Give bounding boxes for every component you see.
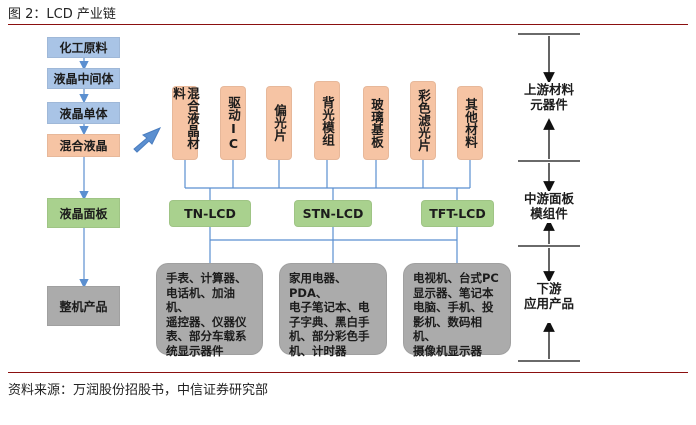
stage-label-downstream: 下游 应用产品 — [515, 281, 583, 323]
material-backlight: 背光模组 — [314, 81, 340, 160]
big-arrow — [133, 127, 162, 153]
material-other: 其他材料 — [457, 86, 483, 160]
chain-step-intermediate: 液晶中间体 — [47, 68, 120, 89]
figure-title: 图 2：LCD 产业链 — [8, 7, 116, 22]
application-group-stn: 家用电器、PDA、 电子笔记本、电 子字典、黑白手 机、部分彩色手 机、计时器 — [279, 263, 387, 358]
material-glass-substrate: 玻璃基板 — [363, 86, 389, 160]
material-polarizer: 偏光片 — [266, 86, 292, 160]
material-mixed-lc: 混合液晶材料 — [171, 86, 200, 160]
panel-tn-lcd: TN-LCD — [169, 200, 251, 227]
chain-step-end-product: 整机产品 — [47, 286, 120, 326]
stage-label-midstream: 中游面板 模组件 — [515, 191, 583, 223]
chain-step-lcd-panel: 液晶面板 — [47, 198, 120, 228]
stage-label-upstream: 上游材料 元器件 — [515, 82, 583, 116]
material-driver-ic: 驱动IC — [220, 86, 246, 160]
figure-source: 资料来源：万润股份招股书，中信证券研究部 — [8, 383, 269, 398]
application-group-tn: 手表、计算器、 电话机、加油机、 遥控器、仪器仪 表、部分车载系 统显示器件 — [156, 263, 263, 358]
chain-step-chemical-raw: 化工原料 — [47, 37, 120, 58]
chain-step-monomer: 液晶单体 — [47, 102, 120, 124]
bottom-rule — [8, 372, 688, 373]
panel-stn-lcd: STN-LCD — [294, 200, 372, 227]
chain-step-mixed-lc: 混合液晶 — [47, 134, 120, 157]
application-group-tft: 电视机、台式PC 显示器、笔记本 电脑、手机、投 影机、数码相机、 摄像机显示器 — [403, 263, 511, 358]
top-rule — [8, 24, 688, 25]
material-color-filter: 彩色滤光片 — [410, 81, 436, 160]
panel-tft-lcd: TFT-LCD — [421, 200, 494, 227]
